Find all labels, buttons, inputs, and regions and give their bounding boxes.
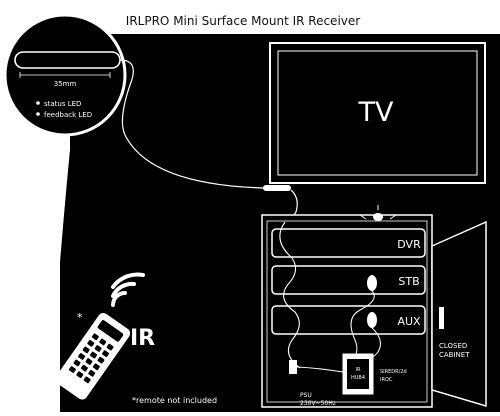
psu-label-line2: 230V~50Hz <box>300 400 336 407</box>
emitter-aux <box>367 312 377 328</box>
feedback-led-dot <box>36 112 40 116</box>
tv-label: TV <box>358 97 394 128</box>
hub-label-line2: HUB4 <box>351 375 365 381</box>
cabinet-door: CLOSED CABINET <box>431 220 487 408</box>
dimension-label: 35mm <box>54 80 77 88</box>
psu: PSU 230V~50Hz <box>289 360 344 407</box>
door-handle <box>439 307 444 329</box>
device-aux: AUX <box>271 305 426 335</box>
receiver-callout: 35mm status LED feedback LED <box>3 13 127 137</box>
tv-screen <box>277 50 478 176</box>
ir-signal-icon <box>111 272 145 307</box>
emitter-stb <box>367 275 377 291</box>
device-dvr: DVR <box>271 228 426 258</box>
cabinet-wiring <box>279 221 301 369</box>
device-label-dvr: DVR <box>397 238 421 251</box>
door-label-line1: CLOSED <box>439 342 467 350</box>
door-label-line2: CABINET <box>439 351 470 359</box>
remote-control <box>55 313 131 400</box>
callout-cable <box>119 59 266 189</box>
status-led-label: status LED <box>44 100 81 108</box>
psu-label-line1: PSU <box>300 392 312 399</box>
emitter-top <box>359 205 397 221</box>
diagram-title: IRLPRO Mini Surface Mount IR Receiver <box>126 14 360 28</box>
remote-note: *remote not included <box>132 396 217 405</box>
feedback-led-label: feedback LED <box>44 111 92 119</box>
hub-port-label-2: IRQC <box>380 377 393 383</box>
status-led-dot <box>36 101 40 105</box>
remote-asterisk: * <box>77 311 83 324</box>
hub-port-label-1: SIREDR/2d <box>380 369 407 375</box>
tv: TV <box>269 42 486 184</box>
device-label-aux: AUX <box>397 315 421 328</box>
device-stb: STB <box>271 265 426 295</box>
device-label-stb: STB <box>398 275 419 288</box>
ir-text: IR <box>130 326 155 351</box>
ir-hub: IR HUB4 SIREDR/2d IRQC <box>342 353 407 395</box>
ir-receiver <box>263 185 291 191</box>
hub-label-line1: IR <box>356 367 361 373</box>
